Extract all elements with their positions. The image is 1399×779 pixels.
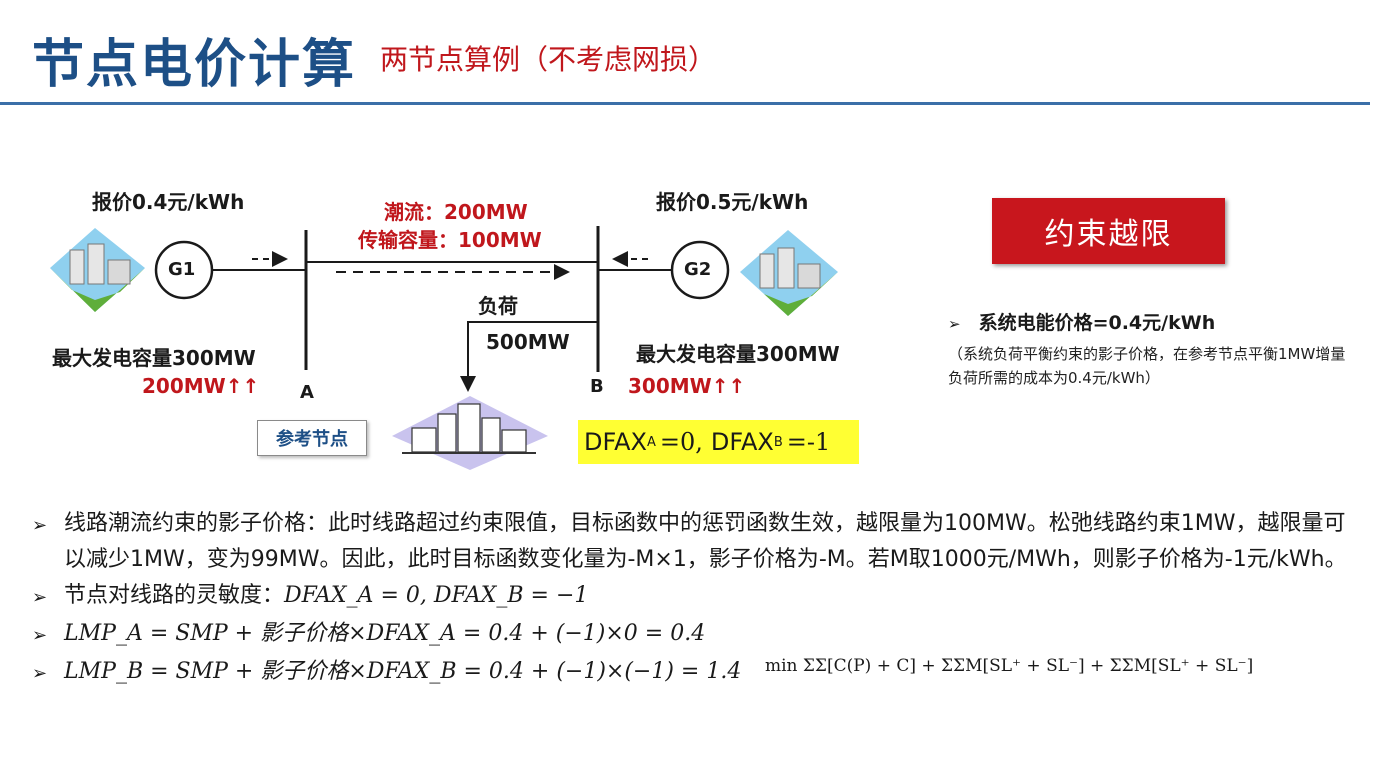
- bullet-arrow-icon: ➢: [32, 587, 48, 608]
- list-item: ➢ 线路潮流约束的影子价格：此时线路超过约束限值，目标函数中的惩罚函数生效，越限…: [32, 506, 1362, 578]
- bid-label-a: 报价0.4元/kWh: [92, 190, 245, 214]
- dfax-b-value: =-1: [786, 428, 831, 456]
- dfax-b-name: DFAX: [710, 428, 774, 456]
- page-subtitle: 两节点算例（不考虑网损）: [380, 43, 717, 76]
- sensitivity-label: 节点对线路的灵敏度：: [64, 583, 285, 608]
- dfax-a-value: =0,: [659, 428, 703, 456]
- system-price-note: （系统负荷平衡约束的影子价格，在参考节点平衡1MW增量负荷所需的成本为0.4元/…: [948, 345, 1346, 387]
- node-a-label: A: [300, 382, 314, 403]
- city-load-icon: [392, 396, 548, 470]
- dfax-a-sub: A: [646, 434, 656, 450]
- shadow-price-text: 线路潮流约束的影子价格：此时线路超过约束限值，目标函数中的惩罚函数生效，越限量为…: [64, 511, 1347, 572]
- g2-label: G2: [684, 259, 712, 280]
- list-item: ➢ 节点对线路的灵敏度：DFAX_A = 0, DFAX_B = −1: [32, 578, 1362, 616]
- title-divider: [0, 102, 1370, 105]
- lmp-b-formula: LMP_B = SMP + 影子价格×DFAX_B = 0.4 + (−1)×(…: [64, 659, 742, 684]
- g1-label: G1: [168, 259, 196, 280]
- node-b-label: B: [590, 376, 604, 397]
- capacity-label: 传输容量：100MW: [358, 228, 542, 252]
- load-label: 负荷: [478, 294, 518, 318]
- dfax-a-name: DFAX: [584, 428, 647, 456]
- list-item: ➢ LMP_B = SMP + 影子价格×DFAX_B = 0.4 + (−1)…: [32, 654, 1362, 692]
- system-price-text: 系统电能价格=0.4元/kWh: [978, 312, 1216, 334]
- constraint-violation-button[interactable]: 约束越限: [992, 198, 1225, 264]
- bullet-arrow-icon: ➢: [32, 515, 48, 536]
- page-title: 节点电价计算: [32, 35, 357, 95]
- sensitivity-formula: DFAX_A = 0, DFAX_B = −1: [284, 583, 589, 608]
- max-capacity-a: 最大发电容量300MW: [52, 346, 256, 370]
- flow-label: 潮流：200MW: [384, 200, 528, 224]
- power-plant-b-icon: [740, 230, 838, 316]
- power-plant-a-icon: [50, 228, 145, 312]
- bullet-arrow-icon: ➢: [948, 315, 961, 333]
- list-item: ➢ LMP_A = SMP + 影子价格×DFAX_A = 0.4 + (−1)…: [32, 616, 1362, 654]
- gen-output-a: 200MW↑↑: [142, 374, 260, 398]
- bid-label-b: 报价0.5元/kWh: [656, 190, 809, 214]
- system-price-bullet: ➢ 系统电能价格=0.4元/kWh: [948, 308, 1215, 335]
- bullet-arrow-icon: ➢: [32, 663, 48, 684]
- reference-node-label: 参考节点: [257, 420, 367, 456]
- max-capacity-b: 最大发电容量300MW: [636, 342, 840, 366]
- lmp-a-formula: LMP_A = SMP + 影子价格×DFAX_A = 0.4 + (−1)×0…: [64, 621, 706, 646]
- objective-function-formula: min ΣΣ[C(P) + C] + ΣΣM[SL⁺ + SL⁻] + ΣΣM[…: [765, 656, 1254, 676]
- dfax-b-sub: B: [773, 434, 783, 450]
- gen-output-b: 300MW↑↑: [628, 374, 746, 398]
- load-branch: [460, 321, 598, 392]
- explanation-list: ➢ 线路潮流约束的影子价格：此时线路超过约束限值，目标函数中的惩罚函数生效，越限…: [32, 506, 1362, 692]
- bullet-arrow-icon: ➢: [32, 625, 48, 646]
- load-value: 500MW: [486, 330, 570, 354]
